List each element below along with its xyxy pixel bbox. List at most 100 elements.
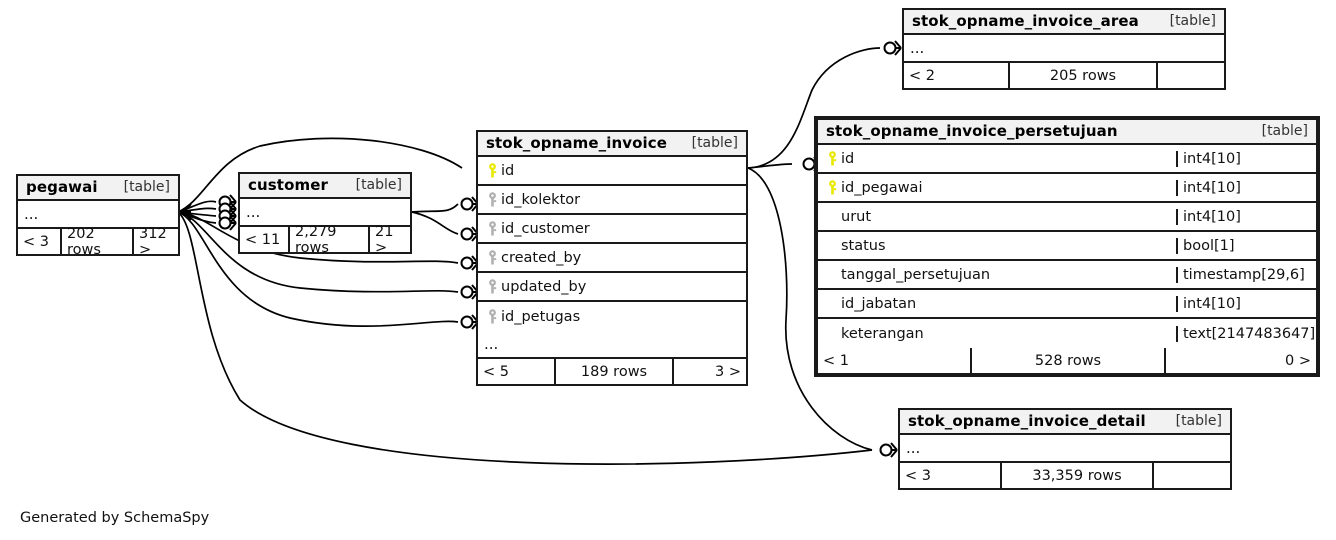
table-title: stok_opname_invoice xyxy=(486,134,668,152)
foreign-key-icon xyxy=(484,308,501,325)
footer-rowcount: 528 rows xyxy=(970,348,1164,373)
primary-key-icon xyxy=(824,150,841,167)
column-name-cell: id_petugas xyxy=(478,309,746,325)
footer-rowcount: 2,279 rows xyxy=(288,224,368,256)
column-row[interactable]: created_by xyxy=(478,244,746,273)
footer-parents: < 1 xyxy=(823,352,849,369)
column-name-cell: id_kolektor xyxy=(478,192,746,208)
table-header: pegawai [table] xyxy=(18,176,178,201)
table-tag: [table] xyxy=(123,179,170,195)
table-header: customer [table] xyxy=(240,174,410,199)
column-type: int4[10] xyxy=(1176,179,1316,196)
column-name: keterangan xyxy=(841,325,924,342)
column-name: id_pegawai xyxy=(841,179,923,196)
column-name-cell: id xyxy=(818,151,1176,167)
table-stok-opname-invoice-detail[interactable]: stok_opname_invoice_detail [table] ... <… xyxy=(898,408,1232,490)
column-name-cell: keterangan xyxy=(818,326,1176,342)
column-name: urut xyxy=(841,208,872,225)
footer-children: 0 > xyxy=(1164,348,1316,373)
column-row[interactable]: urut int4[10] xyxy=(818,203,1316,232)
column-name: id xyxy=(501,162,515,179)
column-name-cell: created_by xyxy=(478,250,746,266)
column-type: text[2147483647] xyxy=(1176,325,1316,342)
foreign-key-icon xyxy=(484,249,501,266)
footer-children xyxy=(1156,63,1224,88)
column-name: id_petugas xyxy=(501,308,581,325)
footer-children: 3 > xyxy=(672,359,746,384)
column-row[interactable]: updated_by xyxy=(478,273,746,302)
table-title: stok_opname_invoice_persetujuan xyxy=(826,122,1118,140)
table-stok-opname-invoice[interactable]: stok_opname_invoice [table] id id_kolekto… xyxy=(476,130,748,386)
column-row[interactable]: id_kolektor xyxy=(478,186,746,215)
footer-rowcount: 205 rows xyxy=(1008,63,1156,88)
column-row[interactable]: id_customer xyxy=(478,215,746,244)
column-row[interactable]: id_petugas xyxy=(478,302,746,331)
footer-rowcount: 189 rows xyxy=(554,359,672,384)
column-name-cell: id xyxy=(478,163,746,179)
foreign-key-icon xyxy=(484,220,501,237)
table-header: stok_opname_invoice_area [table] xyxy=(904,10,1224,35)
table-footer: < 11 2,279 rows 21 > xyxy=(240,224,410,256)
table-header: stok_opname_invoice [table] xyxy=(478,132,746,157)
table-title: customer xyxy=(248,176,328,194)
columns-ellipsis: ... xyxy=(904,35,1224,63)
column-row[interactable]: tanggal_persetujuan timestamp[29,6] xyxy=(818,261,1316,290)
column-name-cell: id_jabatan xyxy=(818,296,1176,312)
column-type: int4[10] xyxy=(1176,208,1316,225)
footer-parents: < 3 xyxy=(905,467,931,484)
column-row[interactable]: keterangan text[2147483647] xyxy=(818,319,1316,348)
table-header: stok_opname_invoice_detail [table] xyxy=(900,410,1230,435)
column-row[interactable]: id xyxy=(478,157,746,186)
column-name: status xyxy=(841,237,886,254)
foreign-key-icon xyxy=(484,278,501,295)
table-header: stok_opname_invoice_persetujuan [table] xyxy=(818,120,1316,145)
table-tag: [table] xyxy=(1261,123,1308,139)
table-stok-opname-invoice-area[interactable]: stok_opname_invoice_area [table] ... < 2… xyxy=(902,8,1226,90)
table-pegawai[interactable]: pegawai [table] ... < 3 202 rows 312 > xyxy=(16,174,180,258)
column-name: id_customer xyxy=(501,220,590,237)
footer-parents: < 11 xyxy=(245,231,281,248)
column-row[interactable]: id_pegawai int4[10] xyxy=(818,174,1316,203)
column-name-cell: tanggal_persetujuan xyxy=(818,267,1176,283)
table-footer: < 3 202 rows 312 > xyxy=(18,226,178,258)
column-name-cell: status xyxy=(818,238,1176,254)
foreign-key-icon xyxy=(484,191,501,208)
columns-ellipsis: ... xyxy=(18,201,178,229)
column-name-cell: id_customer xyxy=(478,221,746,237)
table-tag: [table] xyxy=(1175,413,1222,429)
column-name: updated_by xyxy=(501,278,587,295)
footer-children: 21 > xyxy=(368,224,410,256)
footer-parents: < 2 xyxy=(909,67,935,84)
column-type: int4[10] xyxy=(1176,295,1316,312)
columns-ellipsis: ... xyxy=(478,331,746,359)
table-stok-opname-invoice-persetujuan[interactable]: stok_opname_invoice_persetujuan [table] … xyxy=(814,116,1320,377)
schemaspy-credit: Generated by SchemaSpy xyxy=(20,510,210,526)
columns-ellipsis: ... xyxy=(240,199,410,227)
footer-rowcount: 202 rows xyxy=(60,226,132,258)
column-name-cell: id_pegawai xyxy=(818,180,1176,196)
primary-key-icon xyxy=(824,179,841,196)
footer-rowcount: 33,359 rows xyxy=(1000,463,1152,488)
column-type: int4[10] xyxy=(1176,150,1316,167)
columns-ellipsis: ... xyxy=(900,435,1230,463)
column-name: created_by xyxy=(501,249,582,266)
table-customer[interactable]: customer [table] ... < 11 2,279 rows 21 … xyxy=(238,172,412,256)
table-title: stok_opname_invoice_area xyxy=(912,12,1139,30)
table-footer: < 3 33,359 rows xyxy=(900,463,1230,488)
column-name-cell: urut xyxy=(818,209,1176,225)
footer-parents: < 3 xyxy=(23,233,49,250)
primary-key-icon xyxy=(484,162,501,179)
table-footer: < 5 189 rows 3 > xyxy=(478,359,746,384)
column-name: id_kolektor xyxy=(501,191,581,208)
table-footer: < 1 528 rows 0 > xyxy=(818,348,1316,373)
footer-children: 312 > xyxy=(132,226,178,258)
column-name: tanggal_persetujuan xyxy=(841,266,991,283)
table-footer: < 2 205 rows xyxy=(904,63,1224,88)
table-tag: [table] xyxy=(691,135,738,151)
footer-children xyxy=(1152,463,1230,488)
column-type: timestamp[29,6] xyxy=(1176,266,1316,283)
